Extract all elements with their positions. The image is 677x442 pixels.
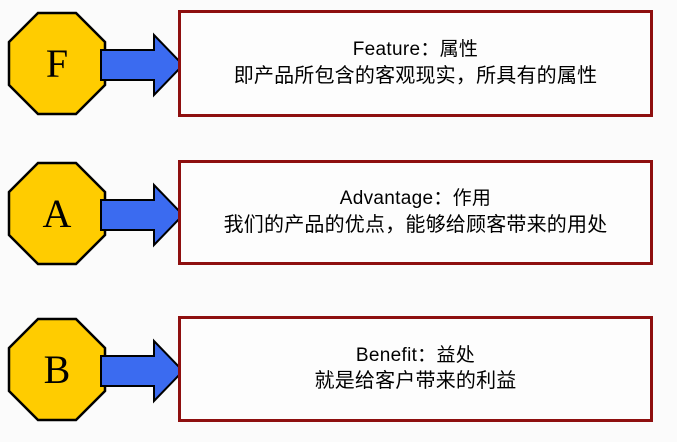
description-box-benefit: Benefit：益处 就是给客户带来的利益 — [178, 316, 653, 422]
octagon-letter: F — [46, 41, 68, 86]
box-description: 即产品所包含的客观现实，所具有的属性 — [233, 64, 598, 87]
octagon-badge-a[interactable]: A — [7, 161, 107, 266]
octagon-shape — [7, 161, 107, 266]
octagon-letter: B — [44, 347, 71, 392]
box-description: 我们的产品的优点，能够给顾客带来的用处 — [223, 213, 608, 236]
fab-row-advantage: A Advantage：作用 我们的产品的优点，能够给顾客带来的用处 — [0, 158, 677, 270]
box-title: Benefit：益处 — [355, 344, 476, 366]
description-box-feature: Feature：属性 即产品所包含的客观现实，所具有的属性 — [178, 10, 653, 117]
octagon-letter: A — [43, 191, 72, 236]
arrow-right-benefit — [100, 338, 185, 404]
description-box-advantage: Advantage：作用 我们的产品的优点，能够给顾客带来的用处 — [178, 160, 653, 265]
arrow-right-advantage — [100, 182, 185, 248]
arrow-shape — [100, 338, 185, 404]
arrow-shape — [100, 182, 185, 248]
octagon-shape — [7, 11, 107, 116]
octagon-badge-b[interactable]: B — [7, 317, 107, 422]
box-title: Feature：属性 — [352, 39, 479, 61]
fab-row-benefit: B Benefit：益处 就是给客户带来的利益 — [0, 314, 677, 426]
box-description: 就是给客户带来的利益 — [314, 370, 517, 393]
arrow-shape — [100, 32, 185, 98]
box-title: Advantage：作用 — [339, 188, 492, 210]
octagon-shape — [7, 317, 107, 422]
arrow-right-feature — [100, 32, 185, 98]
octagon-badge-f[interactable]: F — [7, 11, 107, 116]
fab-row-feature: F Feature：属性 即产品所包含的客观现实，所具有的属性 — [0, 8, 677, 120]
